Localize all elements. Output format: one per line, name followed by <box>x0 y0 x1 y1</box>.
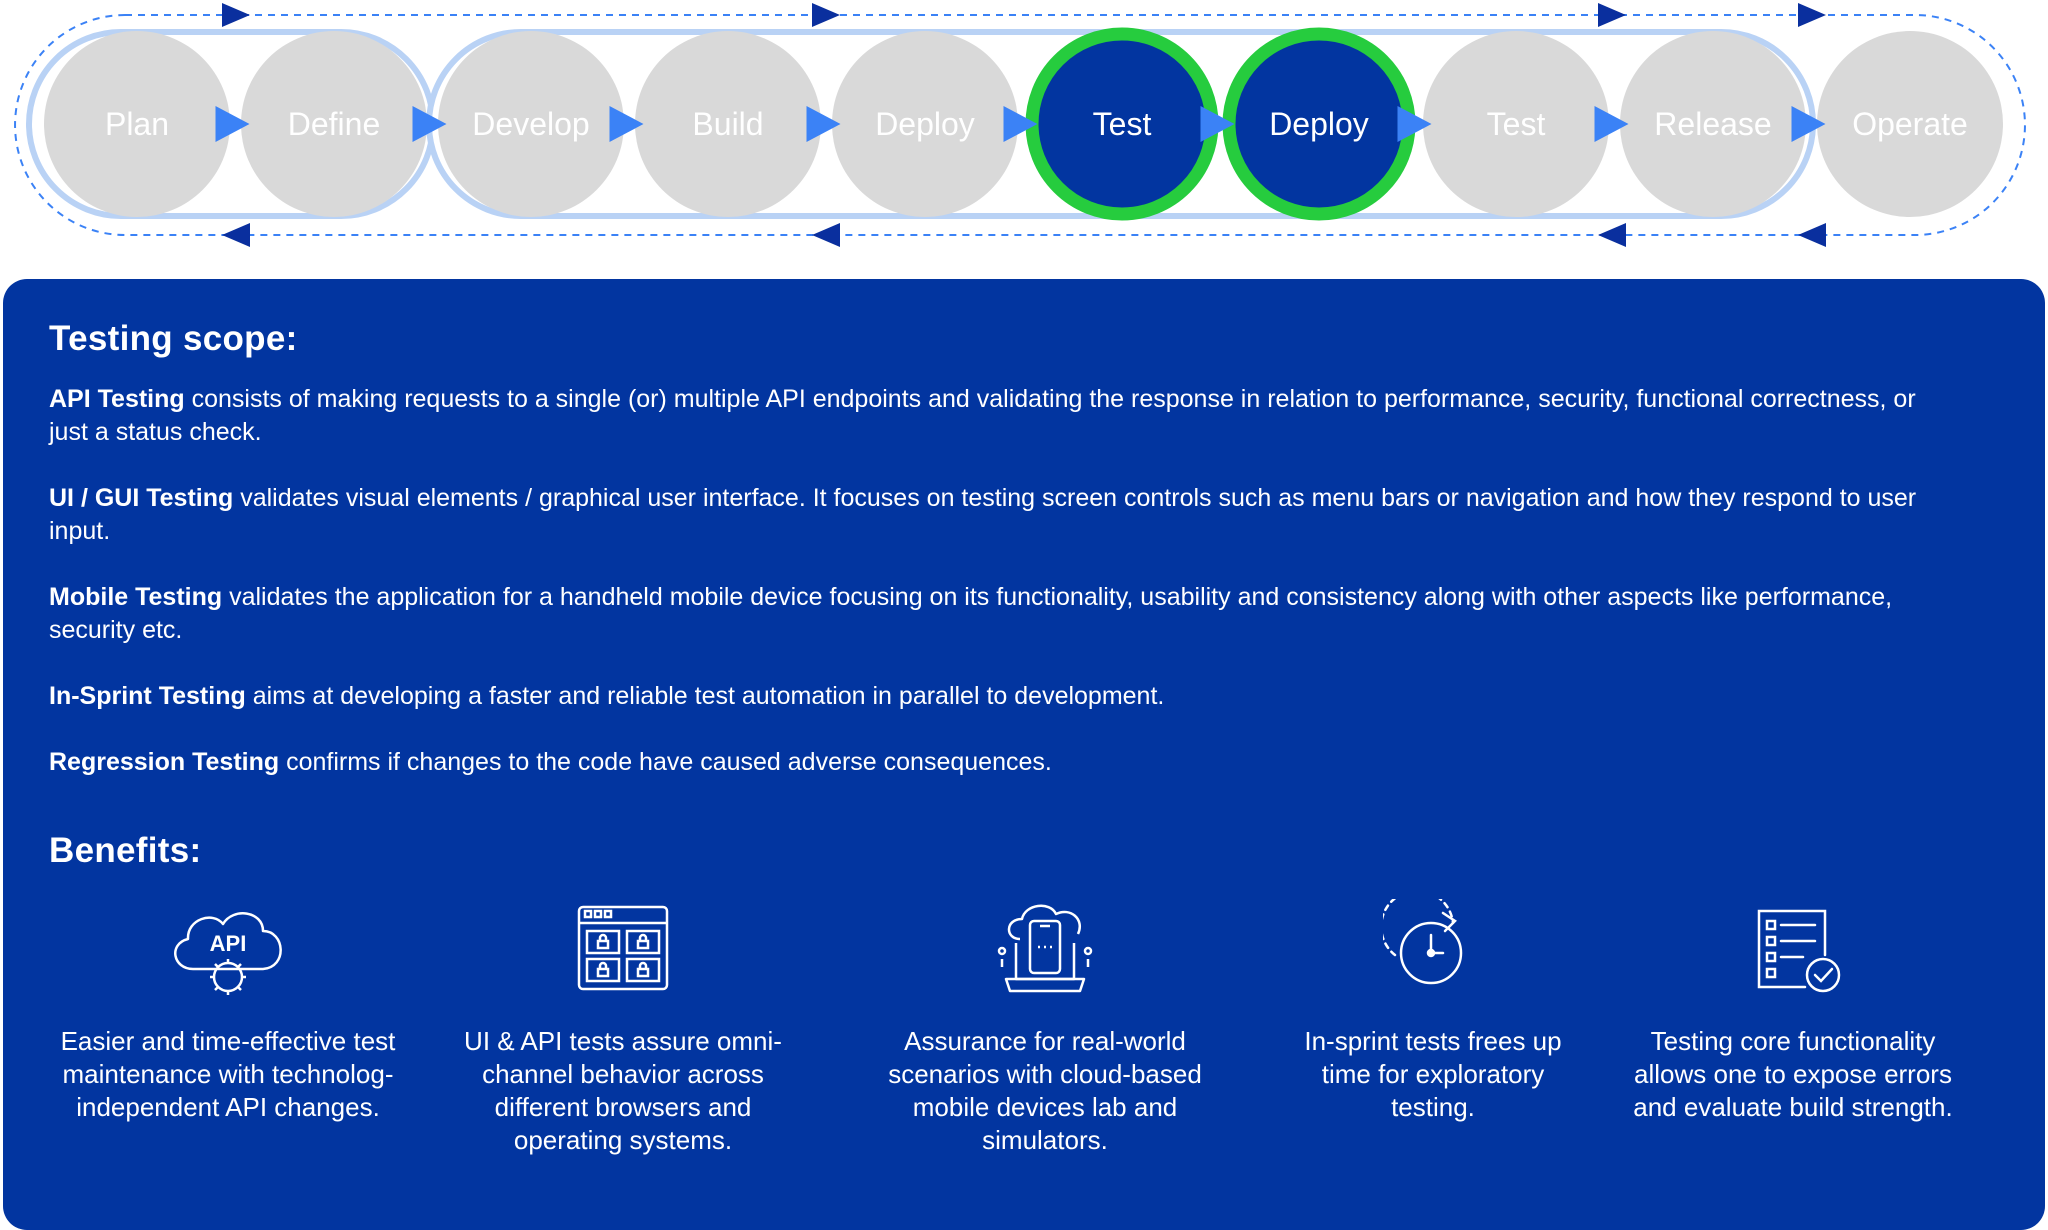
stage-circle <box>832 31 1018 217</box>
stage-connector-arrow <box>1594 106 1629 142</box>
stage-connector-arrow <box>609 106 644 142</box>
scope-item-api: API Testing consists of making requests … <box>49 383 1919 449</box>
loop-arrow-bottom-4 <box>1798 223 1826 247</box>
benefit-item-omni-channel: UI & API tests assure omni-channel behav… <box>453 899 793 1157</box>
stage-circle <box>438 31 624 217</box>
benefit-item-api: API Easier and time-effective test maint… <box>48 899 408 1124</box>
stage-label: Test <box>1487 106 1546 142</box>
scope-term: API Testing <box>49 385 185 413</box>
benefit-text: In-sprint tests frees up time for explor… <box>1304 1026 1562 1122</box>
benefit-text: Assurance for real-world scenarios with … <box>888 1026 1202 1155</box>
stage-connector-arrow <box>1003 106 1038 142</box>
stage-circle <box>635 31 821 217</box>
stage-connector-arrow <box>412 106 447 142</box>
scope-desc: aims at developing a faster and reliable… <box>245 682 1165 710</box>
browser-grid-icon <box>577 905 669 991</box>
scope-term: Regression Testing <box>49 748 280 776</box>
cloud-mobile-laptop-icon <box>997 904 1093 993</box>
stage-label: Develop <box>472 106 589 142</box>
clock-refresh-icon <box>1383 899 1463 985</box>
loop-arrow-top-2 <box>812 3 840 27</box>
pipeline-diagram: Plan Define Develop Build Deploy Test Deploy Te… <box>14 3 2026 247</box>
stage-label: Build <box>692 106 763 142</box>
stage-label: Release <box>1654 106 1771 142</box>
stage-label: Define <box>288 106 381 142</box>
scope-term: In-Sprint Testing <box>49 682 246 710</box>
stage-circle <box>1423 31 1609 217</box>
scope-desc: consists of making requests to a single … <box>49 385 1916 446</box>
stage-circle <box>1620 31 1806 217</box>
api-icon-text: API <box>210 931 247 956</box>
testing-info-panel: Testing scope: API Testing consists of m… <box>3 279 2045 1230</box>
scope-desc: validates visual elements / graphical us… <box>49 484 1917 545</box>
stage-label: Deploy <box>1269 106 1369 142</box>
benefit-text: Testing core functionality allows one to… <box>1633 1026 1953 1122</box>
benefit-item-in-sprint: In-sprint tests frees up time for explor… <box>1283 899 1583 1124</box>
scope-item-in-sprint: In-Sprint Testing aims at developing a f… <box>49 680 1919 713</box>
api-cloud-gear-icon: API <box>174 912 282 995</box>
stage-connector-arrow <box>1791 106 1826 142</box>
loop-arrow-top-1 <box>222 3 250 27</box>
scope-desc: confirms if changes to the code have cau… <box>279 748 1052 776</box>
scope-desc: validates the application for a handheld… <box>49 583 1893 644</box>
testing-scope-title: Testing scope: <box>49 319 298 358</box>
stage-label: Plan <box>105 106 169 142</box>
loop-arrow-bottom-2 <box>812 223 840 247</box>
scope-item-mobile: Mobile Testing validates the application… <box>49 581 1919 647</box>
checklist-check-icon <box>1757 909 1841 993</box>
stage-label: Deploy <box>875 106 975 142</box>
feedback-loop-line <box>14 14 2026 236</box>
loop-arrow-top-4 <box>1798 3 1826 27</box>
stage-connector-arrow <box>806 106 841 142</box>
scope-item-regression: Regression Testing confirms if changes t… <box>49 746 1919 779</box>
stage-circle <box>241 31 427 217</box>
loop-arrow-bottom-3 <box>1598 223 1626 247</box>
benefit-text: UI & API tests assure omni-channel behav… <box>464 1026 782 1155</box>
testing-scope-list: API Testing consists of making requests … <box>49 383 1949 812</box>
stage-label: Operate <box>1852 106 1968 142</box>
scope-item-ui-gui: UI / GUI Testing validates visual elemen… <box>49 482 1919 548</box>
scope-term: UI / GUI Testing <box>49 484 234 512</box>
stage-label: Test <box>1093 106 1152 142</box>
benefit-text: Easier and time-effective test maintenan… <box>60 1026 396 1122</box>
benefit-item-core-functionality: Testing core functionality allows one to… <box>1613 899 1973 1124</box>
benefit-item-real-world: Assurance for real-world scenarios with … <box>860 899 1230 1157</box>
stage-connector-arrow <box>1200 106 1235 142</box>
scope-term: Mobile Testing <box>49 583 223 611</box>
loop-arrow-bottom-1 <box>222 223 250 247</box>
benefits-title: Benefits: <box>49 831 202 870</box>
stage-connector-arrow <box>215 106 250 142</box>
stage-connector-arrow <box>1397 106 1432 142</box>
stage-circle <box>1817 31 2003 217</box>
stage-circle <box>44 31 230 217</box>
loop-arrow-top-3 <box>1598 3 1626 27</box>
